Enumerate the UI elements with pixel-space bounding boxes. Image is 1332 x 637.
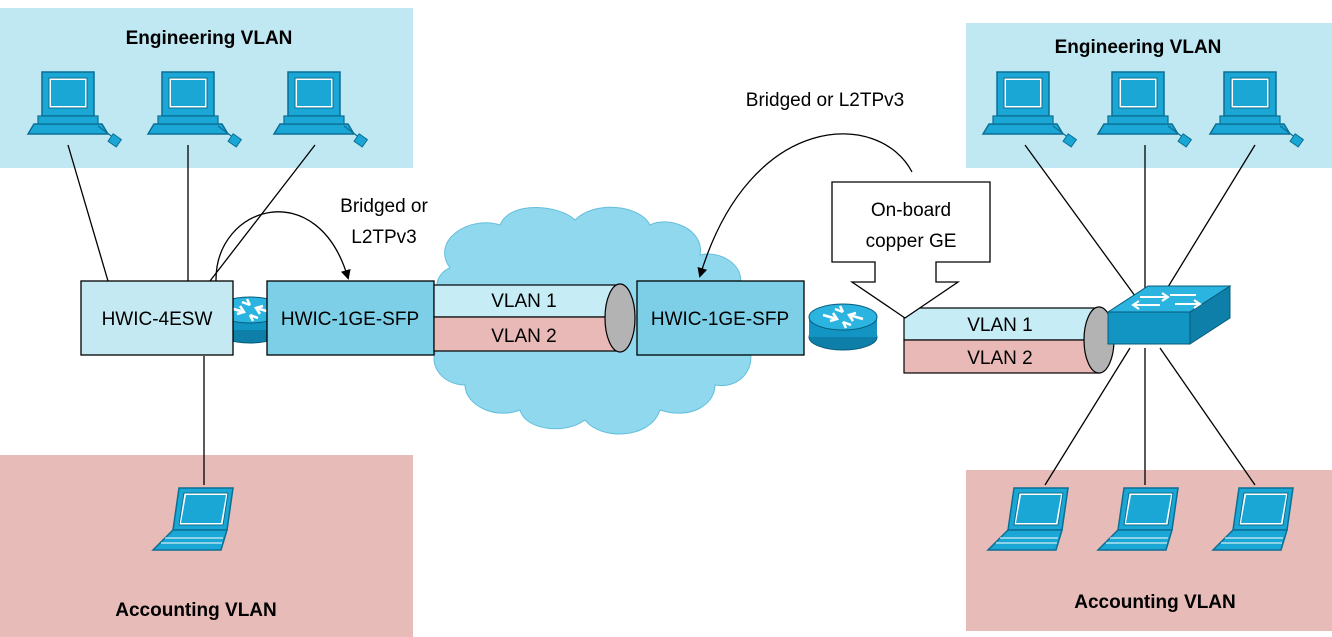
wan-vlan2-label: VLAN 2 xyxy=(491,326,556,347)
onboard-label-line1: On-board xyxy=(871,200,951,221)
right-bridged-arrow xyxy=(697,133,913,278)
onboard-label-line2: copper GE xyxy=(866,231,957,252)
left-accounting-vlan-title: Accounting VLAN xyxy=(115,600,277,621)
hwic-4esw-module: HWIC-4ESW xyxy=(80,280,234,356)
lan-vlan-tube: VLAN 1 VLAN 2 xyxy=(903,306,1115,374)
lan-vlan2-label: VLAN 2 xyxy=(967,348,1032,369)
right-connections xyxy=(1024,144,1256,486)
right-accounting-vlan-title: Accounting VLAN xyxy=(1074,592,1236,613)
lan-vlan1-label: VLAN 1 xyxy=(967,315,1032,336)
left-bridged-arrow xyxy=(215,211,351,282)
hwic-4esw-label: HWIC-4ESW xyxy=(102,309,213,330)
right-bridged-label: Bridged or L2TPv3 xyxy=(746,90,904,111)
onboard-copper-ge-callout: On-board copper GE xyxy=(831,181,991,319)
right-router-icon xyxy=(807,302,879,352)
left-engineering-vlan-title: Engineering VLAN xyxy=(126,28,293,49)
left-hwic-1ge-sfp-module: HWIC-1GE-SFP xyxy=(266,280,435,356)
left-bridged-label-line1: Bridged or xyxy=(340,196,428,217)
right-hwic-1ge-sfp-module: HWIC-1GE-SFP xyxy=(636,280,805,356)
wan-vlan1-label: VLAN 1 xyxy=(491,291,556,312)
right-sfp-label: HWIC-1GE-SFP xyxy=(651,309,789,330)
left-bridged-label-line2: L2TPv3 xyxy=(351,227,416,248)
lan-switch-icon xyxy=(1106,285,1232,345)
left-sfp-label: HWIC-1GE-SFP xyxy=(281,309,419,330)
right-engineering-vlan-title: Engineering VLAN xyxy=(1055,37,1222,58)
wan-vlan-tube: VLAN 1 VLAN 2 xyxy=(433,283,636,353)
left-connections xyxy=(67,144,316,485)
